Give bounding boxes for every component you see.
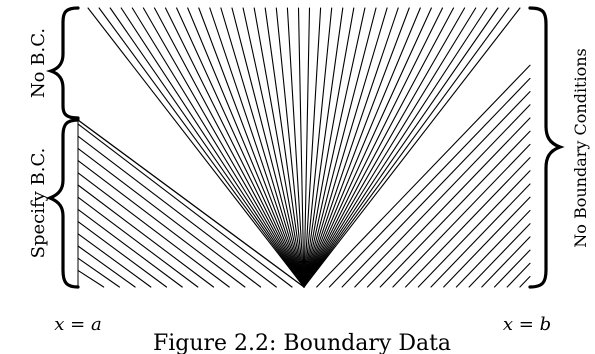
left-family-line bbox=[77, 160, 246, 288]
fan-line bbox=[303, 7, 388, 288]
left-top-brace-label: No B.C. bbox=[28, 28, 49, 98]
fan-line bbox=[164, 7, 305, 288]
left-family-line bbox=[77, 245, 136, 288]
left-family-line bbox=[77, 233, 152, 288]
fan-line bbox=[303, 7, 444, 288]
fan-line bbox=[120, 7, 305, 288]
right-axis-label: x = b bbox=[503, 314, 551, 335]
fan-line bbox=[303, 7, 366, 288]
fan-line bbox=[286, 7, 305, 288]
right-family-line bbox=[354, 104, 531, 288]
fan-line bbox=[220, 7, 305, 288]
right-family-line bbox=[443, 196, 531, 288]
fan-line bbox=[297, 7, 305, 288]
fan-line bbox=[142, 7, 305, 288]
fan-line bbox=[303, 7, 488, 288]
fan-line bbox=[109, 7, 305, 288]
fan-line bbox=[153, 7, 305, 288]
right-family-line bbox=[455, 209, 531, 288]
fan-line bbox=[209, 7, 305, 288]
left-family-line bbox=[77, 184, 215, 288]
right-family-line bbox=[328, 77, 531, 288]
right-family-line bbox=[379, 130, 531, 288]
fan-line bbox=[275, 7, 305, 288]
fan-line bbox=[253, 7, 305, 288]
left-bottom-brace bbox=[45, 118, 80, 289]
left-top-brace bbox=[45, 6, 80, 120]
left-axis-label: x = a bbox=[54, 314, 101, 335]
left-family-line bbox=[77, 172, 230, 288]
right-brace-label: No Boundary Conditions bbox=[571, 48, 590, 248]
left-boundary-characteristic bbox=[77, 119, 305, 288]
right-family-line bbox=[493, 249, 531, 288]
right-family-line bbox=[341, 91, 531, 288]
left-family-line bbox=[77, 208, 183, 288]
fan-line bbox=[303, 7, 322, 288]
left-family-line bbox=[77, 123, 293, 288]
fan-line bbox=[98, 7, 305, 288]
right-family-line bbox=[417, 170, 531, 288]
fan-line bbox=[131, 7, 305, 288]
right-family-line bbox=[468, 223, 531, 288]
fan-line bbox=[303, 7, 377, 288]
fan-line bbox=[303, 7, 432, 288]
left-family-line bbox=[77, 257, 120, 288]
left-family-line bbox=[77, 269, 105, 288]
fan-line bbox=[303, 7, 521, 288]
characteristic-lines bbox=[77, 7, 531, 288]
fan-line bbox=[198, 7, 305, 288]
right-family-line bbox=[316, 64, 531, 288]
right-family-line bbox=[506, 262, 531, 288]
figure-caption: Figure 2.2: Boundary Data bbox=[153, 331, 451, 354]
fan-line bbox=[187, 7, 305, 288]
fan-line bbox=[303, 7, 510, 288]
fan-line bbox=[242, 7, 305, 288]
fan-line bbox=[176, 7, 305, 288]
right-family-line bbox=[366, 117, 531, 288]
right-family-line bbox=[519, 275, 531, 288]
fan-line bbox=[303, 7, 499, 288]
fan-line bbox=[264, 7, 305, 288]
fan-line bbox=[303, 7, 421, 288]
left-family-line bbox=[77, 135, 277, 288]
fan-line bbox=[303, 7, 455, 288]
right-family-line bbox=[392, 143, 531, 288]
right-family-line bbox=[430, 183, 531, 288]
fan-line bbox=[303, 7, 466, 288]
fan-line bbox=[303, 7, 333, 288]
left-family-line bbox=[77, 221, 168, 288]
fan-line bbox=[303, 7, 477, 288]
right-family-line bbox=[481, 236, 531, 288]
left-family-line bbox=[77, 147, 262, 288]
left-bottom-brace-label: Specify B.C. bbox=[28, 148, 49, 259]
left-family-line bbox=[77, 196, 199, 288]
fan-line bbox=[87, 7, 305, 288]
fan-line bbox=[303, 7, 399, 288]
fan-line bbox=[231, 7, 305, 288]
fan-line bbox=[303, 7, 410, 288]
fan-line bbox=[303, 7, 344, 288]
right-brace bbox=[528, 6, 565, 289]
right-family-line bbox=[405, 157, 531, 288]
fan-line bbox=[303, 7, 311, 288]
fan-line bbox=[303, 7, 355, 288]
